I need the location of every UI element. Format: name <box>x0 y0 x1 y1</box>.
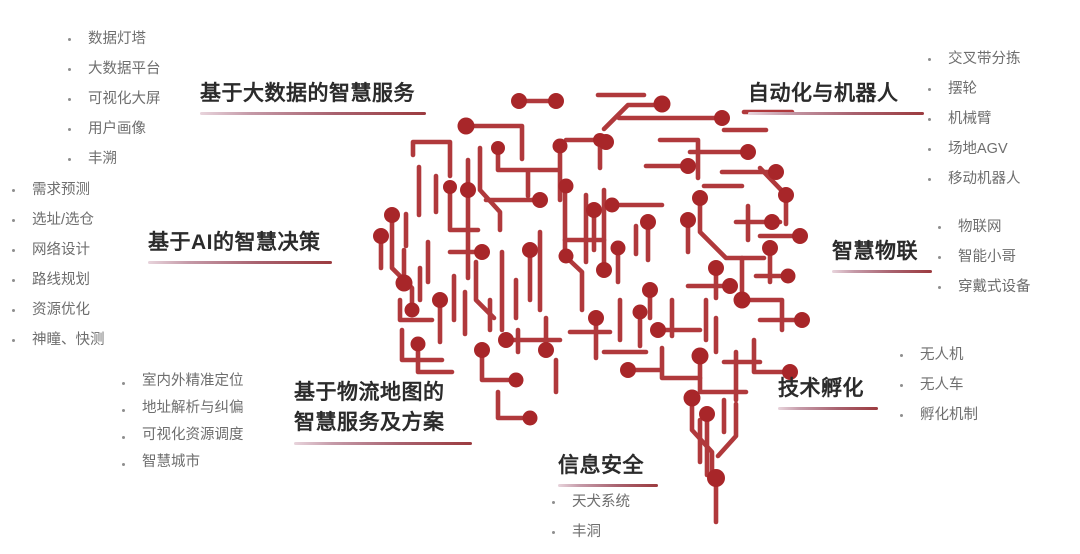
incubation-items: 无人机 无人车 孵化机制 <box>896 340 978 430</box>
list-item: 需求预测 <box>8 175 105 205</box>
list-item: 无人车 <box>896 370 978 400</box>
list-item: 交叉带分拣 <box>924 44 1021 74</box>
list-item: 数据灯塔 <box>64 24 161 54</box>
iot-list: 物联网 智能小哥 穿戴式设备 <box>934 212 1031 302</box>
big-data-list: 数据灯塔 大数据平台 可视化大屏 用户画像 丰溯 <box>64 24 161 174</box>
iot-heading: 智慧物联 <box>832 240 918 263</box>
iot-underline <box>832 270 932 273</box>
list-item: 场地AGV <box>924 134 1021 164</box>
incubation-list: 无人机 无人车 孵化机制 <box>896 340 978 430</box>
iot-heading-group: 智慧物联 <box>832 238 932 273</box>
list-item: 摆轮 <box>924 74 1021 104</box>
logistics-map-heading-line2: 智慧服务及方案 <box>294 411 445 434</box>
list-item: 机械臂 <box>924 104 1021 134</box>
list-item: 智能小哥 <box>934 242 1031 272</box>
logistics-map-heading-group: 基于物流地图的 智慧服务及方案 <box>294 378 472 445</box>
ai-decision-items: 需求预测 选址/选仓 网络设计 路线规划 资源优化 神瞳、快测 <box>8 175 105 355</box>
security-items: 天犬系统 丰洞 <box>548 487 630 547</box>
list-item: 选址/选仓 <box>8 205 105 235</box>
automation-list: 交叉带分拣 摆轮 机械臂 场地AGV 移动机器人 <box>924 44 1021 194</box>
list-item: 网络设计 <box>8 235 105 265</box>
incubation-underline <box>778 407 878 410</box>
big-data-items: 数据灯塔 大数据平台 可视化大屏 用户画像 丰溯 <box>64 24 161 174</box>
incubation-heading: 技术孵化 <box>778 377 864 400</box>
logistics-map-list: 室内外精准定位 地址解析与纠偏 可视化资源调度 智慧城市 <box>118 368 244 476</box>
list-item: 大数据平台 <box>64 54 161 84</box>
automation-heading: 自动化与机器人 <box>748 82 899 105</box>
list-item: 天犬系统 <box>548 487 630 517</box>
big-data-heading: 基于大数据的智慧服务 <box>200 82 415 105</box>
list-item: 丰溯 <box>64 144 161 174</box>
list-item: 可视化大屏 <box>64 84 161 114</box>
security-list: 天犬系统 丰洞 <box>548 487 630 547</box>
automation-heading-group: 自动化与机器人 <box>748 80 924 115</box>
security-underline <box>558 484 658 487</box>
list-item: 物联网 <box>934 212 1031 242</box>
ai-decision-list: 需求预测 选址/选仓 网络设计 路线规划 资源优化 神瞳、快测 <box>8 175 105 355</box>
list-item: 智慧城市 <box>118 449 244 476</box>
logistics-map-underline <box>294 442 472 445</box>
ai-decision-heading-group: 基于AI的智慧决策 <box>148 229 332 264</box>
list-item: 移动机器人 <box>924 164 1021 194</box>
list-item: 丰洞 <box>548 517 630 547</box>
ai-decision-heading: 基于AI的智慧决策 <box>148 231 321 254</box>
security-heading: 信息安全 <box>558 454 644 477</box>
big-data-heading-group: 基于大数据的智慧服务 <box>200 80 426 115</box>
ai-decision-underline <box>148 261 332 264</box>
automation-underline <box>748 112 924 115</box>
automation-items: 交叉带分拣 摆轮 机械臂 场地AGV 移动机器人 <box>924 44 1021 194</box>
big-data-underline <box>200 112 426 115</box>
security-heading-group: 信息安全 <box>558 452 658 487</box>
logistics-map-items: 室内外精准定位 地址解析与纠偏 可视化资源调度 智慧城市 <box>118 368 244 476</box>
list-item: 可视化资源调度 <box>118 422 244 449</box>
list-item: 资源优化 <box>8 295 105 325</box>
logistics-map-heading-line1: 基于物流地图的 <box>294 381 445 404</box>
incubation-heading-group: 技术孵化 <box>778 375 878 410</box>
list-item: 孵化机制 <box>896 400 978 430</box>
iot-items: 物联网 智能小哥 穿戴式设备 <box>934 212 1031 302</box>
list-item: 室内外精准定位 <box>118 368 244 395</box>
list-item: 地址解析与纠偏 <box>118 395 244 422</box>
list-item: 神瞳、快测 <box>8 325 105 355</box>
list-item: 用户画像 <box>64 114 161 144</box>
circuit-nodes <box>373 93 810 487</box>
list-item: 穿戴式设备 <box>934 272 1031 302</box>
list-item: 无人机 <box>896 340 978 370</box>
list-item: 路线规划 <box>8 265 105 295</box>
